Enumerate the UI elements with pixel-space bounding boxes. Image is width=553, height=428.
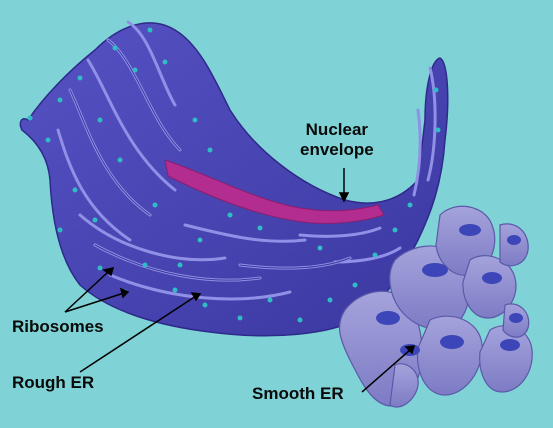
rough-er-body [19, 22, 449, 337]
smooth-er-label: Smooth ER [252, 384, 344, 403]
rough-er-label: Rough ER [12, 373, 95, 392]
nuclear-envelope-label: Nuclear envelope [300, 120, 374, 160]
pointer-lines [64, 168, 416, 393]
smooth-er-lumens [376, 224, 523, 356]
smooth-er-network [338, 205, 533, 408]
ribosomes-label: Ribosomes [12, 317, 104, 336]
ribosome-dots [27, 27, 441, 323]
nuclear-envelope-label-line2: envelope [300, 140, 374, 159]
nuclear-envelope-shape [164, 159, 385, 224]
nuclear-envelope-label-line1: Nuclear [305, 120, 369, 139]
